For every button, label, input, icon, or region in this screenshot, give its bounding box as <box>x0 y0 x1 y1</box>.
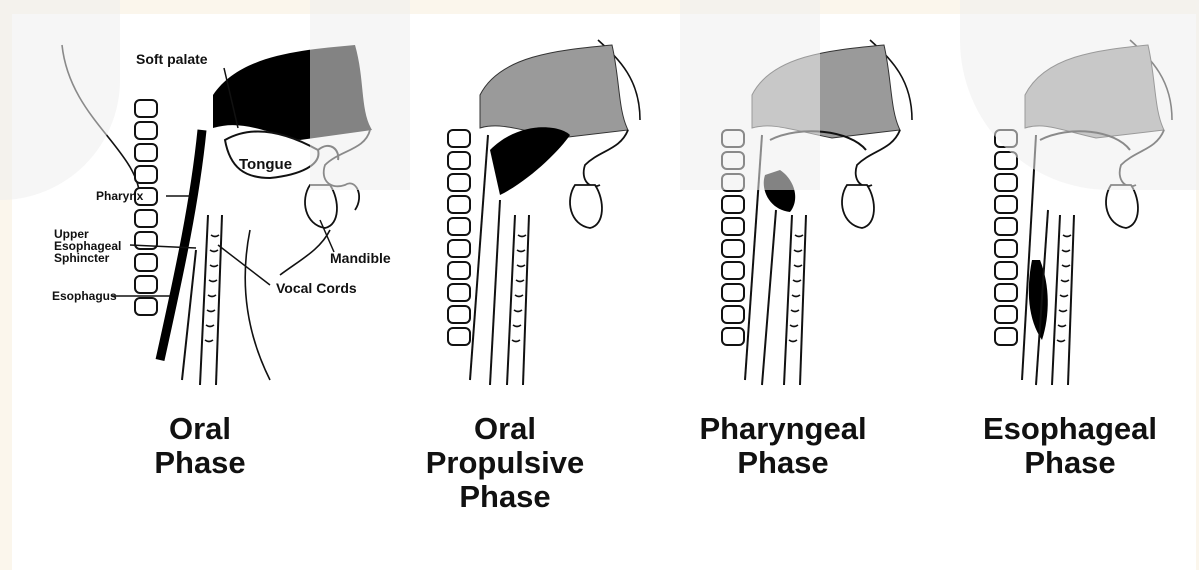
phase-title-oral: Oral Phase <box>120 412 280 480</box>
phase-title-esophageal: Esophageal Phase <box>960 412 1180 480</box>
panel-oral-phase <box>62 45 372 385</box>
label-pharynx: Pharynx <box>96 190 143 202</box>
label-soft-palate: Soft palate <box>136 52 208 67</box>
label-upper-esophageal-sphincter: Upper Esophageal Sphincter <box>54 228 121 264</box>
panel-oral-propulsive-phase <box>448 40 640 385</box>
label-mandible: Mandible <box>330 251 391 266</box>
phase-title-pharyngeal: Pharyngeal Phase <box>678 412 888 480</box>
panel-pharyngeal-phase <box>722 40 912 385</box>
label-vocal-cords: Vocal Cords <box>276 281 357 296</box>
label-tongue: Tongue <box>239 157 292 172</box>
panel-esophageal-phase <box>995 40 1172 385</box>
phase-title-oral-propulsive: Oral Propulsive Phase <box>410 412 600 514</box>
label-esophagus: Esophagus <box>52 290 117 302</box>
